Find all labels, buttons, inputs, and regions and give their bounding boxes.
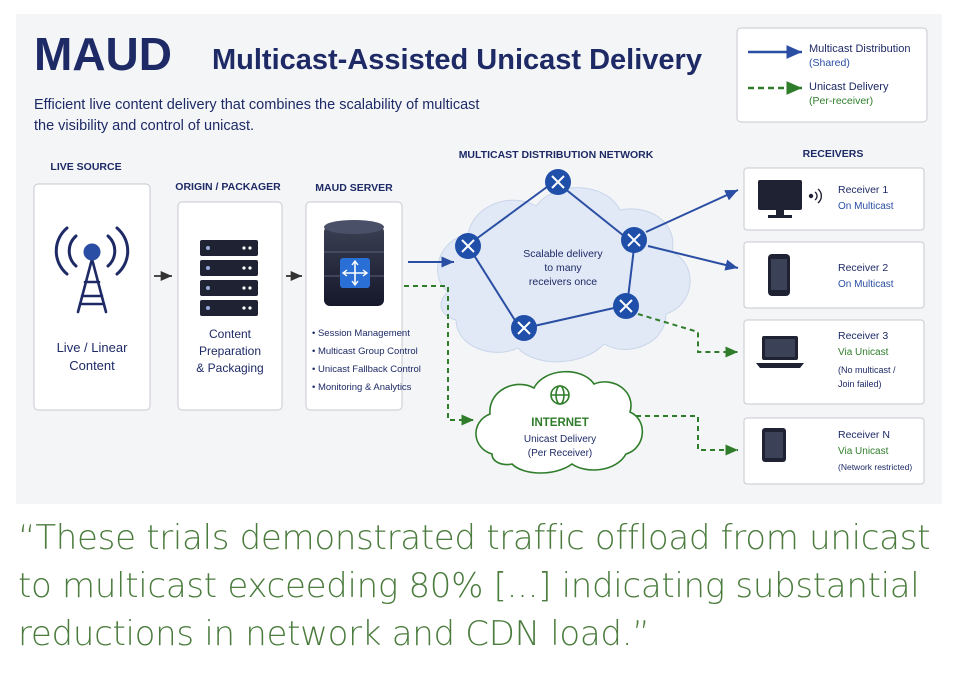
live-source-label-2: Content: [69, 358, 115, 373]
legend-unicast-label: Unicast Delivery: [809, 81, 889, 93]
live-source-box: Live / Linear Content: [33, 183, 151, 411]
server-feature-3: • Unicast Fallback Control: [312, 364, 421, 375]
link-to-receiver-n: [636, 415, 738, 456]
receiver-card-2: Receiver 2 On Multicast: [743, 241, 925, 309]
tv-icon: [758, 180, 802, 218]
pull-quote: “These trials demonstrated traffic offlo…: [18, 514, 948, 658]
legend-multicast-label: Multicast Distribution: [809, 43, 910, 55]
receiver-1-name: Receiver 1: [838, 184, 888, 196]
column-server: MAUD SERVER: [315, 182, 393, 194]
receiver-n-mode: Via Unicast: [838, 446, 889, 457]
diagram-title: Multicast-Assisted Unicast Delivery: [212, 44, 702, 76]
link-to-receiver-1: [645, 189, 739, 233]
column-live-source: LIVE SOURCE: [50, 161, 121, 173]
maud-server-box: • Session Management • Multicast Group C…: [305, 201, 421, 411]
receiver-1-mode: On Multicast: [838, 201, 894, 212]
link-r2-r3: [563, 187, 625, 237]
broadcast-tower-icon: [54, 226, 130, 314]
legend-unicast-sub: (Per-receiver): [809, 95, 873, 107]
quote-line-3: reductions in network and CDN load.”: [18, 614, 650, 654]
maud-acronym: MAUD: [34, 28, 172, 80]
internet-label-1: Unicast Delivery: [524, 434, 596, 445]
column-network: MULTICAST DISTRIBUTION NETWORK: [459, 149, 654, 161]
live-source-label-1: Live / Linear: [57, 340, 128, 355]
link-r5-r4: [533, 307, 615, 327]
router-icon: [621, 227, 647, 253]
laptop-icon: [756, 336, 804, 368]
link-to-receiver-3: [637, 313, 738, 358]
origin-packager-box: Content Preparation & Packaging: [177, 201, 283, 411]
internet-title: INTERNET: [531, 417, 589, 429]
router-icon: [545, 169, 571, 195]
quote-line-2: to multicast exceeding 80% [...] indicat…: [18, 566, 920, 606]
cloud-label-3: receivers once: [529, 276, 597, 288]
routers: [455, 169, 647, 341]
receiver-card-3: Receiver 3 Via Unicast (No multicast / J…: [743, 319, 925, 405]
server-feature-2: • Multicast Group Control: [312, 346, 418, 357]
cloud-label-2: to many: [544, 262, 582, 274]
internet-label-2: (Per Receiver): [528, 448, 592, 459]
router-icon: [455, 233, 481, 259]
link-server-to-internet: [404, 285, 474, 426]
receiver-3-name: Receiver 3: [838, 330, 888, 342]
legend-multicast-sub: (Shared): [809, 57, 850, 69]
signal-waves-icon: [808, 188, 822, 204]
phone-icon: [768, 254, 790, 296]
link-r1-r2: [471, 183, 552, 243]
multicast-links: [408, 183, 739, 327]
receiver-2-mode: On Multicast: [838, 279, 894, 290]
receiver-card-n: Receiver N Via Unicast (Network restrict…: [743, 417, 925, 485]
maud-diagram: MAUD Multicast-Assisted Unicast Delivery…: [16, 14, 942, 504]
database-server-icon: [324, 220, 384, 306]
receiver-3-note-2: Join failed): [838, 379, 882, 389]
column-receivers: RECEIVERS: [803, 148, 864, 160]
legend: Multicast Distribution (Shared) Unicast …: [736, 27, 928, 123]
server-feature-1: • Session Management: [312, 328, 410, 339]
internet-cloud: INTERNET Unicast Delivery (Per Receiver): [475, 370, 644, 474]
router-icon: [511, 315, 537, 341]
link-r1-r5: [471, 251, 517, 323]
receiver-2-name: Receiver 2: [838, 262, 888, 274]
origin-label-1: Content: [209, 327, 252, 341]
link-to-receiver-2: [647, 245, 739, 271]
globe-icon: [550, 385, 570, 405]
subtitle-line-1: Efficient live content delivery that com…: [34, 97, 479, 113]
cloud-label-1: Scalable delivery: [523, 248, 603, 260]
origin-label-2: Preparation: [199, 344, 261, 358]
server-feature-4: • Monitoring & Analytics: [312, 382, 412, 393]
receiver-n-note: (Network restricted): [838, 462, 912, 472]
receiver-card-1: Receiver 1 On Multicast: [743, 167, 925, 231]
origin-label-3: & Packaging: [196, 361, 263, 375]
subtitle-line-2: the visibility and control of unicast.: [34, 118, 254, 134]
router-icon: [613, 293, 639, 319]
unicast-links: [404, 285, 738, 456]
tablet-icon: [762, 428, 786, 462]
receiver-n-name: Receiver N: [838, 429, 890, 441]
receiver-3-note-1: (No multicast /: [838, 365, 896, 375]
server-rack-icon: [200, 240, 258, 316]
quote-line-1: “These trials demonstrated traffic offlo…: [18, 518, 931, 558]
link-r3-r4: [627, 247, 635, 299]
column-origin: ORIGIN / PACKAGER: [175, 181, 281, 193]
receiver-3-mode: Via Unicast: [838, 347, 889, 358]
